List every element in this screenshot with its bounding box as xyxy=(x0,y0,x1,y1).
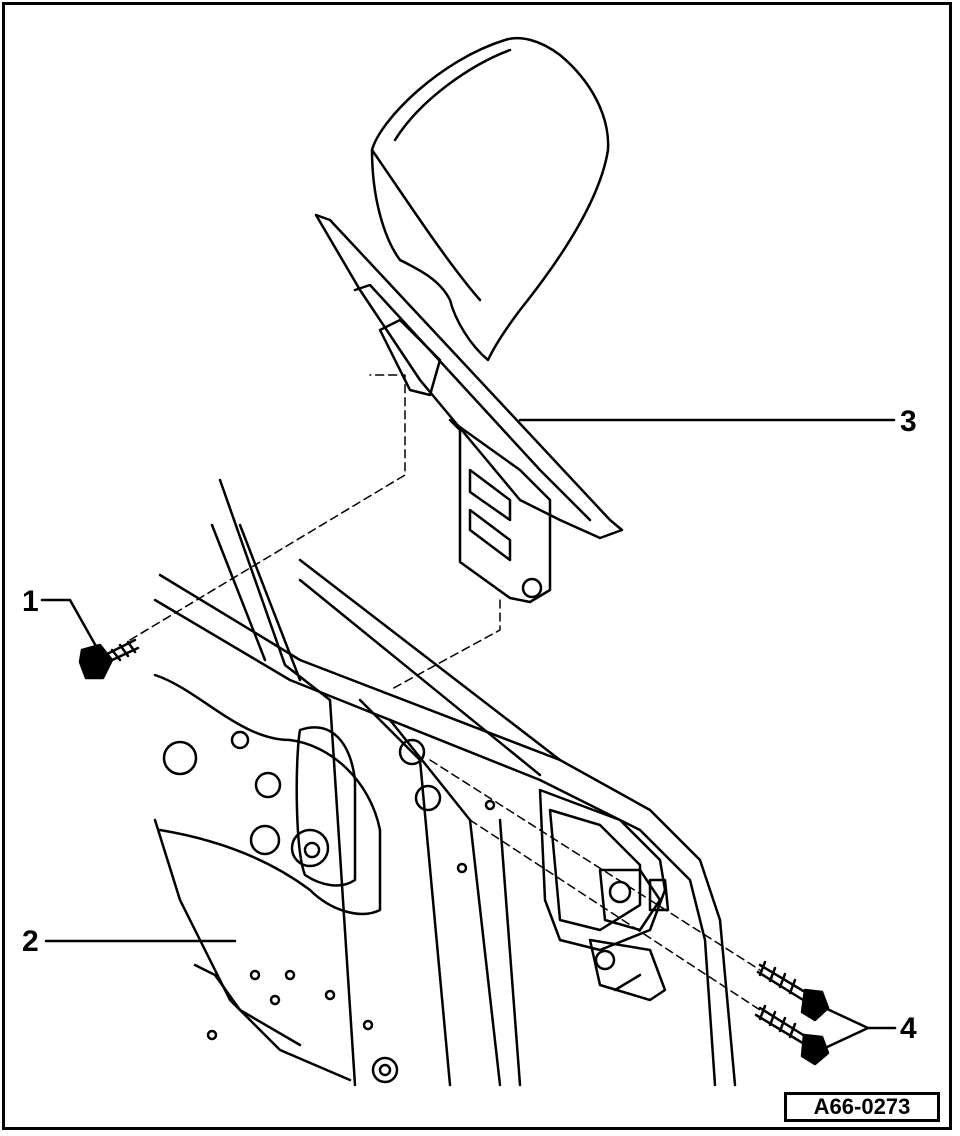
callout-2: 2 xyxy=(22,925,39,958)
assembly-guide-lines xyxy=(129,374,761,1011)
door-frame xyxy=(153,478,737,1087)
callout-3: 3 xyxy=(900,405,917,438)
callout-1: 1 xyxy=(22,585,39,618)
screw-1 xyxy=(78,638,140,680)
leader-line-4 xyxy=(823,1006,897,1050)
screws-4 xyxy=(754,960,830,1066)
leader-line-1 xyxy=(40,598,99,650)
callout-4: 4 xyxy=(900,1012,917,1045)
mirror-housing xyxy=(370,36,610,362)
figure-id-label: A66-0273 xyxy=(784,1092,940,1122)
mirror-base xyxy=(314,213,624,604)
leader-lines xyxy=(40,418,897,1050)
